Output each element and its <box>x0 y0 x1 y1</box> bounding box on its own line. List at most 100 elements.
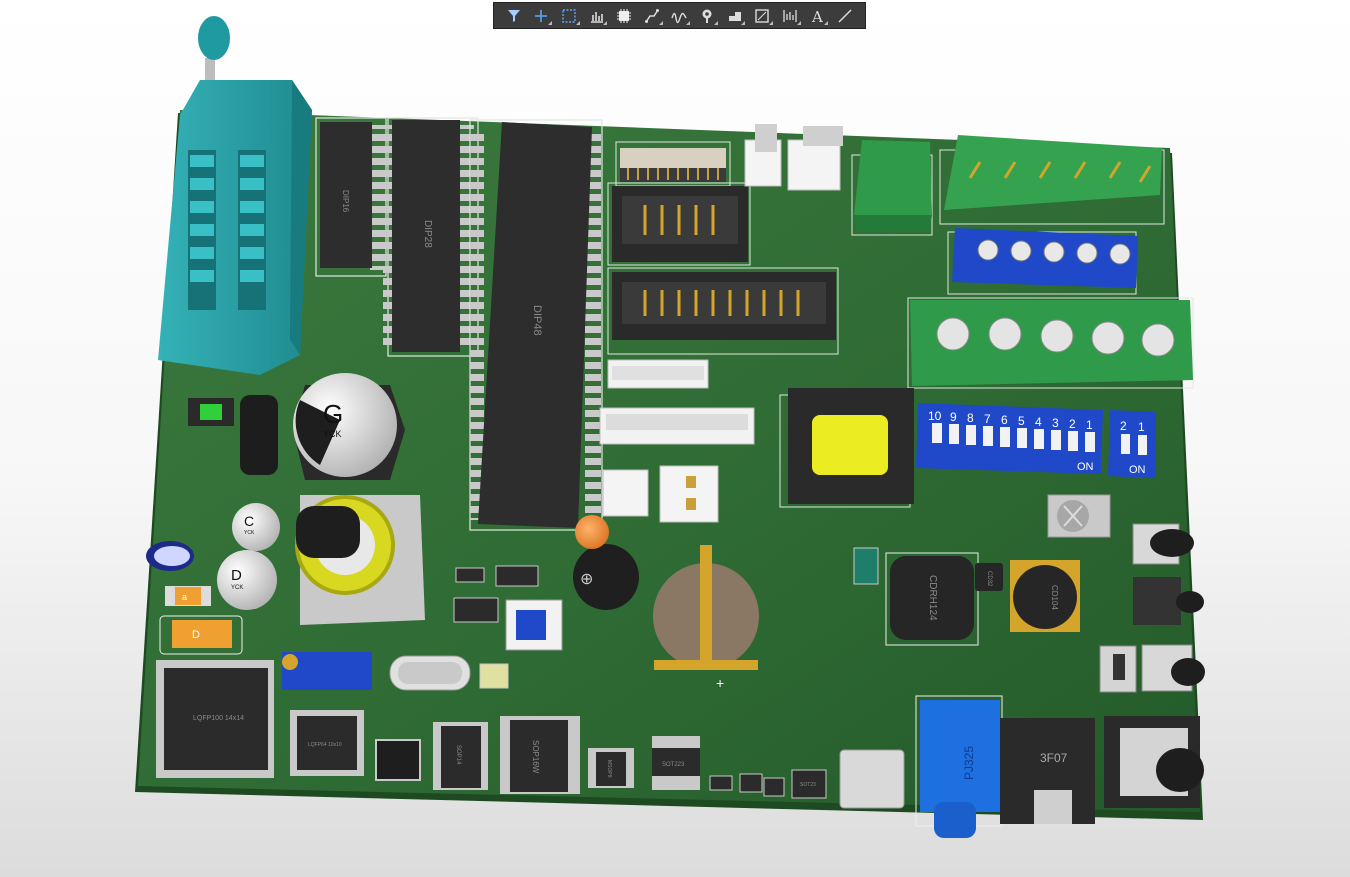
dip16-chip: DIP16 <box>315 117 387 277</box>
cdrh124-inductor: CDRH124 <box>885 552 979 646</box>
sop16w-label: SOP16W <box>531 740 540 774</box>
dip2-num-2: 2 <box>1120 419 1127 433</box>
fpc-connector <box>615 141 731 187</box>
axial-cap-blue <box>146 541 194 571</box>
component-place-icon <box>590 11 603 23</box>
dip-switch-2[interactable]: 2 1 ON <box>1108 410 1156 478</box>
tant-a-label: a <box>182 592 187 602</box>
rotary-encoder[interactable] <box>295 495 425 625</box>
cd32-inductor: CD32 <box>975 563 1003 591</box>
dip10-num-2: 2 <box>1069 417 1076 431</box>
cd104-label: CD104 <box>1050 585 1059 610</box>
cap-d-brand: YCK <box>231 585 243 591</box>
line-button[interactable] <box>831 3 859 28</box>
via-button[interactable] <box>693 3 721 28</box>
transformer <box>779 388 914 508</box>
cap-g-label: G <box>323 399 343 429</box>
dimension-icon <box>783 9 797 22</box>
green-led <box>188 398 234 426</box>
jst-connector-2pin-a <box>744 124 782 187</box>
route-button[interactable] <box>638 3 666 28</box>
sot23-chip: SOT23 <box>791 769 827 799</box>
sot223-chip: SOT223 <box>652 736 700 790</box>
tact-switch-large[interactable] <box>1104 716 1204 808</box>
tact-switch-3[interactable] <box>1141 644 1205 692</box>
dip2-num-1: 1 <box>1138 420 1145 434</box>
green-terminal-6pin <box>939 135 1165 225</box>
qfn-chip <box>375 739 421 781</box>
cap-c-brand: YCK <box>244 530 255 536</box>
ir-receiver <box>1047 494 1111 538</box>
select-rect-icon <box>562 8 576 23</box>
idc-header-20pin <box>607 267 839 355</box>
cap-d-label: D <box>231 567 242 584</box>
cdrh124-label: CDRH124 <box>927 575 938 621</box>
chip-icon <box>617 8 632 23</box>
electrolytic-cap-c: C YCK <box>232 503 280 551</box>
dip48-label: DIP48 <box>531 305 543 336</box>
msop8-label: MSOP8 <box>606 760 612 778</box>
radial-cap-small <box>240 395 278 475</box>
sot223-label: SOT223 <box>662 762 685 768</box>
blue-terminal-5pin <box>947 228 1138 295</box>
buzzer-plus: ⊕ <box>580 571 593 588</box>
chip-button[interactable] <box>610 3 638 28</box>
tant-d-label: D <box>192 629 200 641</box>
crosshair-icon <box>535 9 548 22</box>
select-rect-button[interactable] <box>555 3 583 28</box>
tune-length-button[interactable] <box>666 3 694 28</box>
tantalum-cap-d: D <box>159 615 243 655</box>
tact-switch-2[interactable] <box>1133 577 1204 625</box>
jst-connector-2pin-b <box>602 469 649 517</box>
polygon-icon <box>755 8 769 23</box>
trimmer-pot[interactable] <box>282 652 372 690</box>
tune-length-icon <box>671 12 688 23</box>
crosshair-button[interactable] <box>528 3 556 28</box>
lqfp100-label: LQFP100 14x14 <box>193 715 244 722</box>
coin-cell-holder: + <box>653 545 759 691</box>
electrolytic-cap-d: D YCK <box>217 550 277 610</box>
text-icon: A <box>811 8 823 24</box>
filter-button[interactable] <box>500 3 528 28</box>
sop16w-chip: SOP16W <box>500 716 580 794</box>
route-icon <box>644 8 659 23</box>
dip28-chip: DIP28 <box>383 117 479 357</box>
jst-connector-8pin <box>607 359 709 389</box>
lqfp64-chip: LQFP64 10x10 <box>290 710 364 776</box>
dip10-num-8: 8 <box>967 411 974 425</box>
fill-icon <box>728 11 741 21</box>
dip10-on-label: ON <box>1077 461 1094 473</box>
green-terminal-2pin <box>851 140 933 236</box>
tact-switch-1[interactable] <box>1132 523 1194 565</box>
jack-3f07: 3F07 <box>1000 718 1095 824</box>
dip10-num-10: 10 <box>928 409 942 423</box>
smd-small-parts <box>453 547 879 797</box>
jack-3f07-label: 3F07 <box>1040 751 1068 765</box>
dip10-num-4: 4 <box>1035 415 1042 429</box>
blue-push-switch[interactable] <box>505 599 563 651</box>
polygon-button[interactable] <box>748 3 776 28</box>
dip-switch-10[interactable]: 10 9 8 7 6 5 4 3 2 1 ON <box>916 403 1103 474</box>
cap-g-brand: YCK <box>323 429 342 439</box>
pcb-toolbar: A <box>493 2 866 29</box>
fill-button[interactable] <box>721 3 749 28</box>
dimension-button[interactable] <box>776 3 804 28</box>
cd104-inductor: CD104 <box>1010 560 1080 632</box>
component-place-button[interactable] <box>583 3 611 28</box>
dip48-chip: DIP48 <box>469 119 603 531</box>
lqfp64-label: LQFP64 10x10 <box>308 742 342 748</box>
electrolytic-cap-g: G YCK <box>293 373 405 480</box>
jst-connector-2pin-c <box>659 465 719 523</box>
sop14-chip: SOP14 <box>433 722 488 790</box>
dip28-label: DIP28 <box>422 220 433 248</box>
dip10-num-3: 3 <box>1052 416 1059 430</box>
dip10-num-7: 7 <box>984 412 991 426</box>
jst-connector-10pin <box>599 407 755 445</box>
via-icon <box>702 9 712 23</box>
svg-text:A: A <box>811 8 823 24</box>
dip10-num-5: 5 <box>1018 414 1025 428</box>
hc49-crystal <box>389 655 471 691</box>
slide-switch[interactable] <box>1099 645 1137 693</box>
text-button[interactable]: A <box>804 3 832 28</box>
